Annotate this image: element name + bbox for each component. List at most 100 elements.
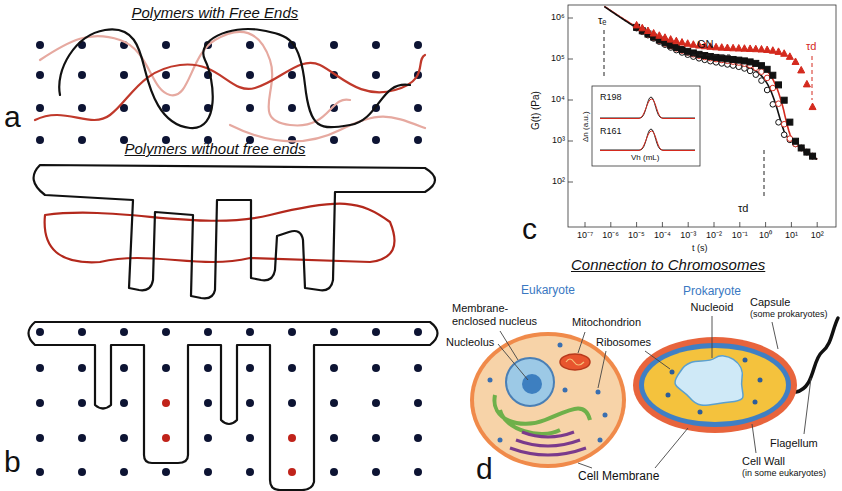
data-marker — [769, 47, 776, 54]
lattice-dot — [372, 328, 380, 336]
part-label: Cell Wall — [742, 455, 785, 468]
axis-tick-label: 10¹ — [785, 230, 798, 240]
axis-tick-label: 10⁴ — [551, 94, 565, 104]
axis-tick-label: 10⁻² — [706, 230, 722, 240]
polymer-chains — [35, 29, 425, 141]
data-marker — [776, 82, 782, 88]
lattice-dot — [246, 434, 254, 442]
lattice-dot — [288, 328, 296, 336]
part-note: (in some eukaryotes) — [742, 468, 826, 478]
data-marker — [707, 54, 713, 60]
part-note: (some prokaryotes) — [750, 309, 828, 319]
part-label: Membrane-enclosed nucleus — [452, 302, 547, 327]
data-marker — [684, 40, 691, 47]
axis-tick-label: 10⁰ — [759, 230, 772, 240]
tick — [662, 222, 663, 227]
lattice-dot — [246, 328, 254, 336]
data-marker — [753, 60, 759, 66]
tick — [636, 222, 637, 227]
lattice-dot — [36, 364, 44, 372]
data-marker — [696, 51, 702, 57]
data-marker — [730, 56, 736, 62]
tick — [568, 59, 573, 60]
lattice-dot — [372, 468, 380, 476]
lattice-dot — [246, 104, 254, 112]
data-marker — [781, 121, 787, 127]
lattice-dot — [162, 104, 170, 112]
lattice-dot — [78, 468, 86, 476]
data-marker — [661, 34, 668, 41]
data-marker — [747, 59, 753, 65]
data-marker — [770, 102, 776, 108]
data-marker — [764, 46, 771, 53]
axis-tick-label: 10² — [811, 230, 824, 240]
lattice-dot — [246, 41, 254, 49]
lattice-dot — [78, 104, 86, 112]
lattice-dot — [414, 434, 422, 442]
lattice-dot — [162, 41, 170, 49]
lattice-dot — [414, 364, 422, 372]
lattice-dot — [414, 136, 422, 144]
lattice-dot — [414, 468, 422, 476]
lattice-dot — [204, 434, 212, 442]
eukaryote-cell — [470, 332, 626, 468]
axis-title: t (s) — [692, 243, 708, 253]
lattice-dot — [78, 136, 86, 144]
lattice-dot — [246, 71, 254, 79]
data-marker — [679, 39, 686, 46]
lattice-dot — [246, 468, 254, 476]
lattice-dot — [414, 328, 422, 336]
tick — [568, 141, 573, 142]
cell-title: Prokaryote — [683, 285, 741, 299]
time-marker: τd — [806, 40, 816, 53]
lattice-dot — [120, 71, 128, 79]
data-marker — [798, 145, 804, 151]
data-marker — [770, 72, 776, 78]
axis-tick-label: 10³ — [552, 135, 565, 145]
part-label: Cell Membrane — [578, 470, 659, 484]
data-marker — [793, 138, 799, 144]
axis-tick-label: 10⁵ — [551, 53, 565, 63]
lattice-dot — [78, 399, 86, 407]
data-marker — [753, 72, 759, 78]
lattice-dot — [162, 434, 170, 442]
chart-frame — [568, 5, 836, 227]
data-marker — [792, 58, 799, 65]
lattice-dot — [162, 399, 170, 407]
part-label: Nucleolus — [446, 336, 494, 349]
data-marker — [803, 80, 810, 87]
axis-tick-label: 10² — [552, 176, 565, 186]
data-marker — [679, 47, 685, 53]
panel-letter: b — [4, 445, 21, 480]
data-marker — [798, 145, 804, 151]
data-marker — [685, 48, 691, 54]
data-marker — [810, 153, 816, 159]
lattice-dot — [120, 328, 128, 336]
ring-polymers — [34, 165, 435, 298]
leader-lines — [498, 316, 811, 468]
data-marker — [656, 32, 663, 39]
data-marker — [747, 68, 753, 74]
axis-tick-label: 10⁻³ — [680, 230, 696, 240]
lattice-dot — [372, 399, 380, 407]
lattice-dot — [288, 71, 296, 79]
data-marker — [781, 97, 787, 103]
data-marker — [798, 66, 805, 73]
lattice-dot — [36, 41, 44, 49]
data-marker — [759, 69, 765, 75]
lattice-dot — [120, 399, 128, 407]
part-label: Mitochondrion — [572, 316, 641, 329]
data-marker — [736, 57, 742, 63]
data-marker — [798, 145, 804, 151]
axis-tick-label: 10⁶ — [551, 12, 565, 22]
lattice-dot — [330, 328, 338, 336]
lattice-dot — [162, 468, 170, 476]
tick — [610, 222, 611, 227]
inset-axis-title: Vh (mL) — [631, 153, 659, 162]
data-marker — [639, 24, 646, 31]
tick — [568, 18, 573, 19]
lattice-dot — [78, 328, 86, 336]
lattice-dot — [36, 399, 44, 407]
tick — [765, 222, 766, 227]
